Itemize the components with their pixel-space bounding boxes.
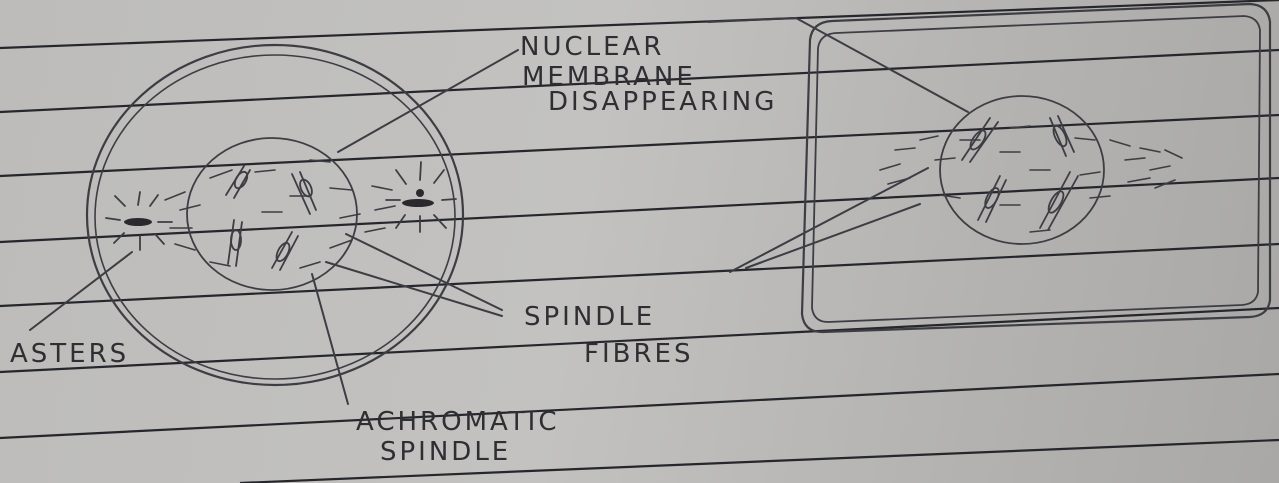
- label-spindle-2: SPINDLE: [380, 437, 511, 467]
- label-fibres: FIBRES: [584, 339, 693, 369]
- spindle-fibres-right: [880, 126, 1182, 232]
- label-achromatic-spindle: ACHROMATIC SPINDLE: [356, 407, 559, 467]
- label-disappearing: DISAPPEARING: [548, 87, 777, 117]
- label-asters: ASTERS: [10, 339, 129, 369]
- right-leader-lines: [708, 18, 968, 272]
- label-achromatic: ACHROMATIC: [356, 407, 559, 437]
- nucleus-circle-right: [940, 96, 1104, 244]
- label-nuclear-membrane: NUCLEAR MEMBRANE DISAPPEARING: [520, 32, 777, 117]
- aster-left: [106, 192, 172, 250]
- label-spindle: SPINDLE: [524, 302, 655, 332]
- chromosomes-left: [226, 166, 316, 270]
- right-cell: [708, 4, 1270, 332]
- chromosomes-right: [962, 116, 1078, 230]
- label-spindle-fibres: SPINDLE FIBRES: [524, 302, 693, 369]
- label-nuclear: NUCLEAR: [520, 32, 664, 62]
